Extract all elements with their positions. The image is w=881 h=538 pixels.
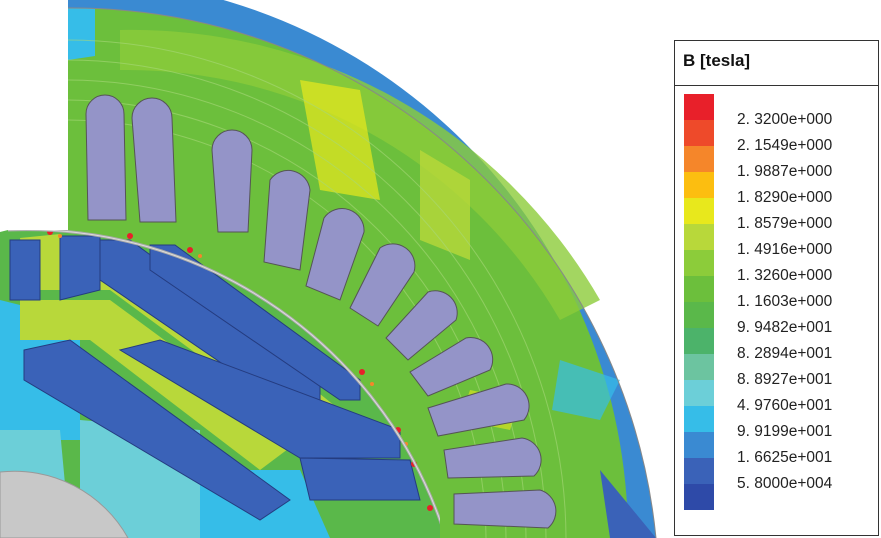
legend-label: 1. 8290e+000: [737, 189, 833, 206]
slot-11: [453, 489, 557, 529]
legend-label: 5. 8000e+004: [737, 475, 833, 492]
legend-swatch: [684, 198, 714, 224]
legend-label: 2. 3200e+000: [737, 111, 833, 128]
legend: B [tesla] 2. 3200e+000 2. 1549e+000 1. 988…: [674, 40, 879, 536]
slot-6: [349, 243, 416, 327]
legend-label: 8. 2894e+001: [737, 345, 833, 362]
slot-3: [211, 129, 253, 233]
legend-label: 1. 6625e+001: [737, 449, 833, 466]
legend-swatch: [684, 354, 714, 380]
slot-4: [263, 170, 311, 271]
rotor-core: [0, 230, 440, 538]
legend-swatch: [684, 276, 714, 302]
legend-label: 9. 9482e+001: [737, 319, 833, 336]
slot-1: [85, 94, 127, 221]
slot-10: [443, 437, 542, 479]
slot-5: [305, 208, 365, 301]
legend-swatch: [684, 484, 714, 510]
legend-label: 8. 8927e+001: [737, 371, 833, 388]
legend-label: 1. 4916e+000: [737, 241, 833, 258]
legend-label: 9. 9199e+001: [737, 423, 833, 440]
slot-7: [385, 290, 458, 361]
legend-labels: 2. 3200e+000 2. 1549e+000 1. 9887e+000 1. 8…: [737, 107, 832, 497]
legend-label: 1. 9887e+000: [737, 163, 833, 180]
legend-swatch: [684, 380, 714, 406]
legend-divider: [675, 85, 878, 86]
legend-swatch: [684, 406, 714, 432]
legend-label: 4. 9760e+001: [737, 397, 833, 414]
legend-title: B [tesla]: [683, 51, 751, 70]
legend-swatch: [684, 432, 714, 458]
legend-label: 1. 8579e+000: [737, 215, 833, 232]
legend-swatch: [684, 94, 714, 120]
slot-2: [131, 97, 177, 223]
slot-9: [427, 383, 530, 437]
legend-label: 2. 1549e+000: [737, 137, 833, 154]
legend-swatch: [684, 224, 714, 250]
legend-swatch: [684, 458, 714, 484]
legend-swatch: [684, 120, 714, 146]
legend-swatch: [684, 146, 714, 172]
legend-swatch: [684, 172, 714, 198]
legend-label: 1. 1603e+000: [737, 293, 833, 310]
stator-slots: [85, 94, 557, 529]
legend-label: 1. 3260e+000: [737, 267, 833, 284]
shaft: [0, 470, 129, 538]
legend-swatch: [684, 328, 714, 354]
slot-8: [409, 337, 494, 397]
legend-color-scale: [684, 94, 714, 510]
legend-swatch: [684, 250, 714, 276]
legend-swatch: [684, 302, 714, 328]
